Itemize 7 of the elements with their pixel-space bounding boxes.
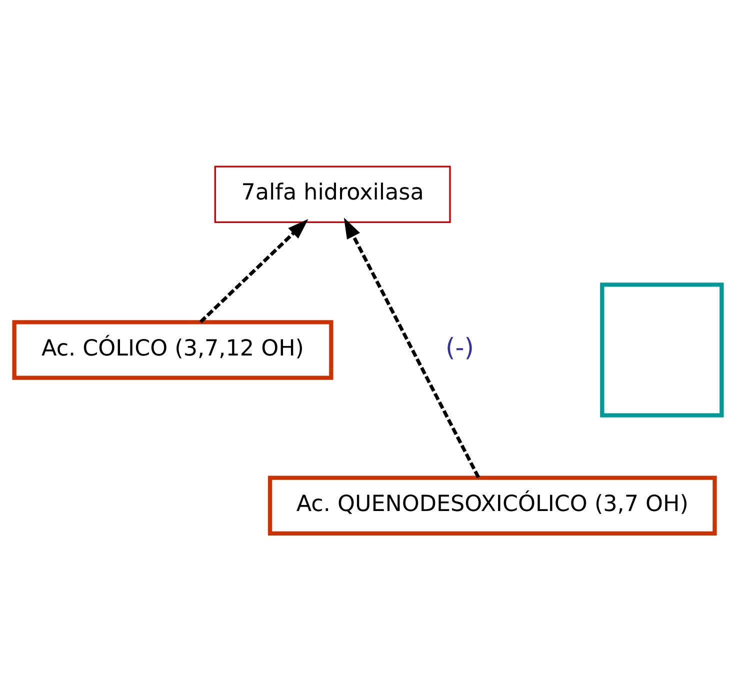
arrow bbox=[344, 218, 480, 478]
node-box: Ac. CÓLICO (3,7,12 OH) bbox=[12, 320, 334, 380]
edge-label: (-) bbox=[445, 333, 474, 362]
arrow bbox=[199, 218, 308, 324]
node-box: 7alfa hidroxilasa bbox=[214, 166, 451, 223]
node-box bbox=[600, 282, 724, 418]
node-box: Ac. QUENODESOXICÓLICO (3,7 OH) bbox=[268, 476, 717, 536]
